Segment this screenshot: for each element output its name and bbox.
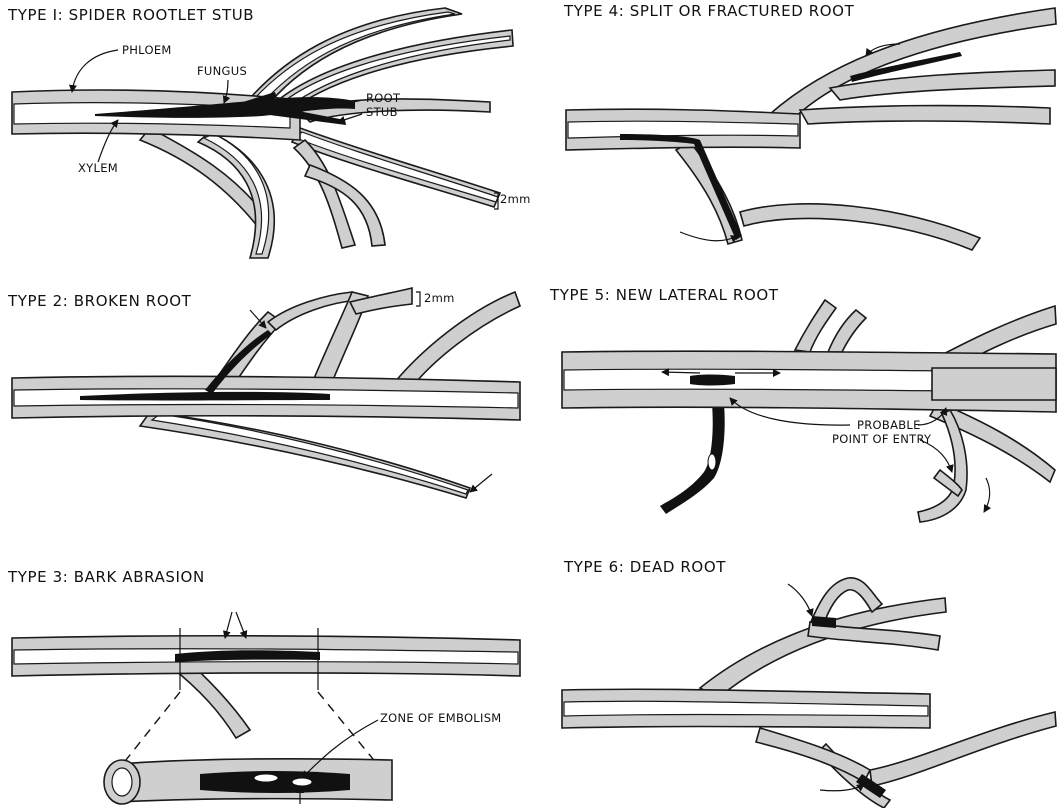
panel-2-title: TYPE 2: BROKEN ROOT [7, 292, 192, 310]
label-probable: PROBABLE [857, 418, 921, 432]
label-scale-1: 2mm [500, 192, 531, 206]
panel-6-title: TYPE 6: DEAD ROOT [563, 558, 726, 576]
label-xylem: XYLEM [78, 161, 118, 175]
panel-6-main-root [562, 689, 930, 782]
label-root: ROOT [366, 91, 401, 105]
panel-5-title: TYPE 5: NEW LATERAL ROOT [549, 286, 779, 304]
panel-type-5: TYPE 5: NEW LATERAL ROOT PROBABLE POINT … [549, 286, 1056, 522]
panel-5-main-root [562, 351, 1056, 412]
panel-3-title: TYPE 3: BARK ABRASION [7, 568, 205, 586]
panel-4-main-root [566, 109, 800, 150]
panel-1-title: TYPE I: SPIDER ROOTLET STUB [7, 6, 254, 24]
panel-type-6: TYPE 6: DEAD ROOT [562, 558, 1056, 808]
label-fungus: FUNGUS [197, 64, 247, 78]
label-point-of-entry: POINT OF ENTRY [832, 432, 932, 446]
label-scale-2: 2mm [424, 291, 455, 305]
panel-6-dead-root-infection [812, 616, 836, 628]
panel-type-4: TYPE 4: SPLIT OR FRACTURED ROOT [563, 2, 1056, 250]
panel-type-1: TYPE I: SPIDER ROOTLET STUB PHLOEM FUNG [7, 6, 531, 258]
label-stub: STUB [366, 105, 398, 119]
panel-type-3: TYPE 3: BARK ABRASION ZONE OF EMBOLISM [7, 568, 520, 804]
panel-5-infection [690, 375, 735, 386]
panel-3-cross-section [104, 759, 392, 804]
panel-type-2: TYPE 2: BROKEN ROOT 2mm [7, 288, 520, 498]
label-zone-of-embolism: ZONE OF EMBOLISM [380, 711, 502, 725]
panel-4-title: TYPE 4: SPLIT OR FRACTURED ROOT [563, 2, 855, 20]
label-phloem: PHLOEM [122, 43, 172, 57]
